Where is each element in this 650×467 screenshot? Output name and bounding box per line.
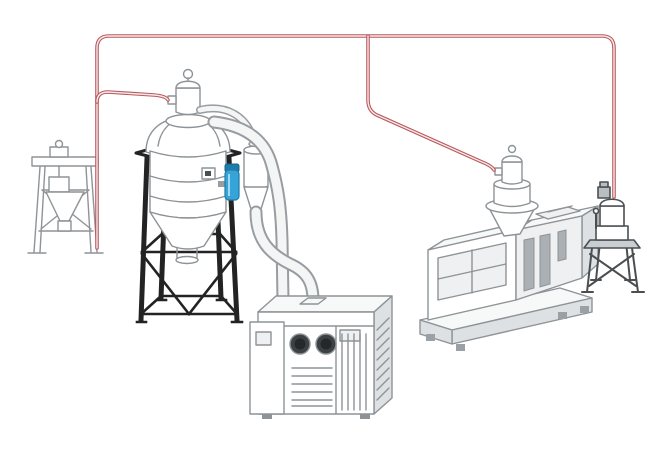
drying-hopper-assembly: Drying hopper on stand Hopper support st… [134,68,269,324]
machine-foot [456,344,465,351]
vacuum-pump-base [595,225,629,241]
machine-vent-panel [557,229,567,262]
station-outlet [57,220,72,232]
process-air-pipe-inner [251,207,318,305]
hopper-band-seams [149,175,227,203]
stand-legs [138,141,240,323]
dryer-right-face [373,295,393,415]
machine-base-side [419,319,453,345]
receiver-dome [501,155,523,163]
big-bag-unloading-station: Big-bag unloading station Hoist trolley … [27,139,104,254]
vacuum-conveying-lines: Vacuum conveying lines [95,34,616,250]
machine-vent-panel [523,237,535,292]
dehumidifying-dryer: Dehumidifying dryer Dryer blowers [249,295,393,419]
vacuum-stand-feet [581,279,645,293]
machine-hopper-receiver: Hopper receiver on machine [494,144,523,185]
vacuum-stand-legs [586,241,639,293]
hopper-sight-glass-window [205,171,211,176]
vacuum-motor [597,186,611,199]
loader-cap-knob [182,68,194,80]
vacuum-receiver-dome [599,198,625,207]
trolley-body [49,146,69,158]
hoist-trolley: Hoist trolley [49,139,69,158]
machine-vent-panel [539,233,551,288]
stand-feet [135,298,244,324]
hopper-loader: Hopper loader [167,68,201,116]
hopper-stand: Hopper support stand [134,137,244,324]
hopper-outlet [175,255,199,265]
machine-feed-line [366,34,496,172]
dryer-top-hatch [299,297,327,305]
top-barrel-line [547,205,573,213]
loader-feed-line-core [96,91,169,103]
blower-fan-hub-icon [294,338,306,350]
station-hopper: Discharge hopper [45,191,85,222]
machine-hopper-cylinder [493,183,531,208]
hopper-lid-ring [165,113,211,129]
loader-dome [175,80,201,89]
vacuum-stand-plate [583,239,641,249]
station-top-beam [31,156,99,167]
trolley-pulley-icon [54,139,64,149]
clamp-window-seams [437,249,507,294]
gauge-icon [592,207,600,215]
dryer-vent-slats-right [341,333,367,411]
receiver-cylinder [501,161,523,185]
machine-foot [580,306,589,313]
hopper-shell [149,150,227,219]
station-posts [33,166,98,253]
big-bag [48,176,70,193]
receiver-inlet-stub [494,167,503,176]
shutoff-valve: Blue shut-off valve [218,163,240,201]
dryer-display [339,329,361,342]
vacuum-receiver-body [599,205,625,227]
vacuum-motor-cap [599,181,609,188]
stand-diagonal-braces [140,252,238,316]
receiver-cap-knob [507,144,517,154]
blower-fan-hub-icon [320,338,332,350]
machine-foot [426,334,435,341]
dryer-foot [262,414,272,419]
injection-molding-machine: Injection molding machine Machine hopper [419,144,599,351]
dryer-left-cabinet-window [255,331,272,346]
drying-hopper-body [145,113,231,265]
dryer-vent-slats-left [291,367,333,407]
process-air-pipes: Process air pipes [207,115,320,307]
dryer-blowers: Dryer blowers [289,333,337,355]
return-air-pipe-inner [209,117,288,305]
machine-feed-line-core [367,35,495,171]
vacuum-stand-braces [588,253,637,287]
vacuum-pump-station: Vacuum pump station [581,181,645,293]
valve-body [224,169,240,201]
hopper-cone [149,211,227,250]
dryer-foot [360,414,370,419]
main-vacuum-line-core [96,35,615,249]
dryer-side-slats [376,317,390,401]
machine-foot [558,312,567,319]
